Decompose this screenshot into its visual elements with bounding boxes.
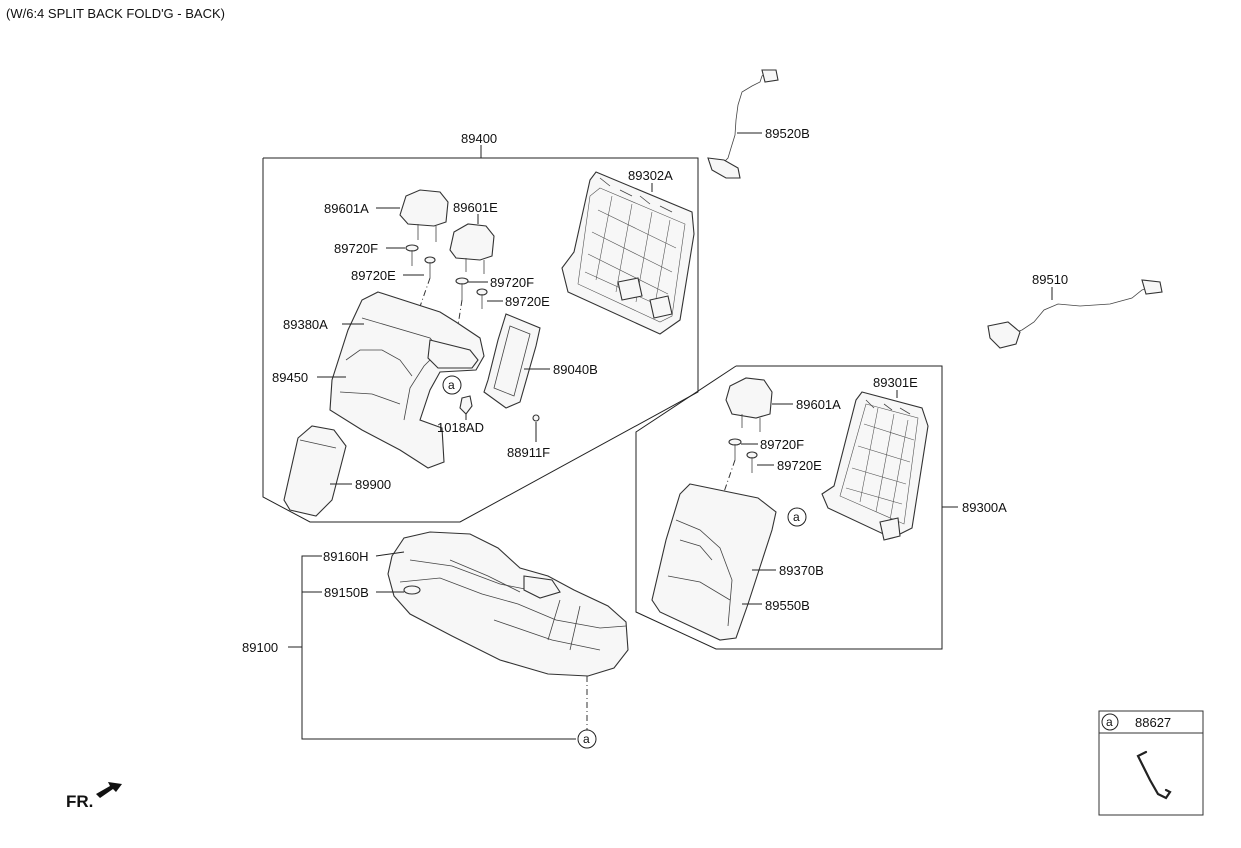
harness-89520B[interactable] <box>707 69 779 179</box>
label-89300A[interactable]: 89300A <box>962 500 1007 515</box>
svg-text:a: a <box>448 378 455 392</box>
seat-cushion-89100[interactable] <box>387 531 629 677</box>
label-89601A-right[interactable]: 89601A <box>796 397 841 412</box>
guide-89720E-right[interactable] <box>746 451 758 473</box>
label-89370B[interactable]: 89370B <box>779 563 824 578</box>
clip-1018AD[interactable] <box>459 395 473 415</box>
seatback-pad-89380A[interactable] <box>329 291 485 469</box>
label-89720E-right[interactable]: 89720E <box>777 458 822 473</box>
label-89400[interactable]: 89400 <box>461 131 497 146</box>
guide-89720E-left[interactable] <box>424 256 436 278</box>
svg-text:a: a <box>1106 715 1113 729</box>
label-89510[interactable]: 89510 <box>1032 272 1068 287</box>
screw-88911F[interactable] <box>532 414 540 422</box>
label-89301E[interactable]: 89301E <box>873 375 918 390</box>
label-89150B[interactable]: 89150B <box>324 585 369 600</box>
label-89720F-mid[interactable]: 89720F <box>490 275 534 290</box>
label-89720F-right[interactable]: 89720F <box>760 437 804 452</box>
label-89720E-left[interactable]: 89720E <box>351 268 396 283</box>
label-88911F[interactable]: 88911F <box>507 445 550 460</box>
label-89040B[interactable]: 89040B <box>553 362 598 377</box>
armrest-89900[interactable] <box>283 425 347 517</box>
guide-89720F-left[interactable] <box>405 244 419 266</box>
guide-89720F-mid[interactable] <box>455 277 469 300</box>
callout-a-right[interactable]: a <box>787 507 807 527</box>
guide-89720F-right[interactable] <box>728 438 742 460</box>
harness-89510[interactable] <box>987 279 1163 349</box>
label-89380A[interactable]: 89380A <box>283 317 328 332</box>
label-89450[interactable]: 89450 <box>272 370 308 385</box>
diagram-title: (W/6:4 SPLIT BACK FOLD'G - BACK) <box>6 6 225 21</box>
front-label: FR. <box>66 792 93 811</box>
headrest-89601A-right[interactable] <box>725 377 773 432</box>
headrest-89601E[interactable] <box>449 223 495 274</box>
seatback-pad-89370B[interactable] <box>651 483 777 641</box>
label-89720E-mid[interactable]: 89720E <box>505 294 550 309</box>
seatback-frame-89301E[interactable] <box>821 391 929 541</box>
callout-a-left[interactable]: a <box>442 375 462 395</box>
label-89520B[interactable]: 89520B <box>765 126 810 141</box>
group-89400-frame <box>262 145 699 523</box>
label-89160H[interactable]: 89160H <box>323 549 369 564</box>
front-arrow-icon <box>96 782 122 798</box>
label-89720F-left[interactable]: 89720F <box>334 241 378 256</box>
headrest-89601A-left[interactable] <box>399 189 449 242</box>
label-89550B[interactable]: 89550B <box>765 598 810 613</box>
legend-box: a 88627 <box>1098 710 1204 816</box>
label-89100[interactable]: 89100 <box>242 640 278 655</box>
svg-text:a: a <box>793 510 800 524</box>
guide-89720E-mid[interactable] <box>476 288 488 309</box>
callout-a-bottom[interactable]: a <box>577 729 597 749</box>
label-89302A[interactable]: 89302A <box>628 168 673 183</box>
label-89601E[interactable]: 89601E <box>453 200 498 215</box>
bracket-89100 <box>288 555 576 740</box>
legend-part-88627[interactable]: 88627 <box>1135 715 1171 730</box>
label-89900[interactable]: 89900 <box>355 477 391 492</box>
armrest-cover-89040B[interactable] <box>483 313 541 409</box>
label-1018AD[interactable]: 1018AD <box>437 420 484 435</box>
svg-text:a: a <box>583 732 590 746</box>
seatback-frame-89302A[interactable] <box>561 171 695 335</box>
hook-88627-icon <box>1136 750 1172 800</box>
label-89601A-left[interactable]: 89601A <box>324 201 369 216</box>
group-89300A-frame <box>635 365 958 650</box>
